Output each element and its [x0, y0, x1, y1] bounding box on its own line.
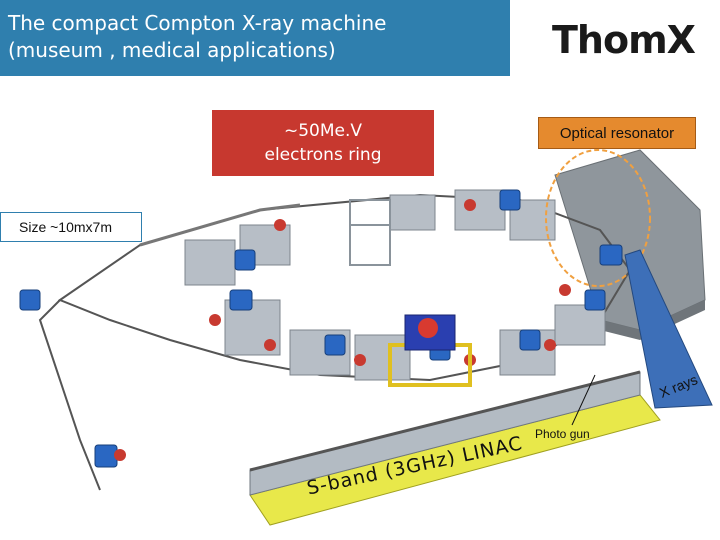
support-frame: [349, 199, 391, 266]
magnet-girders: [184, 189, 606, 381]
central-stand: [388, 314, 472, 387]
electrons-ring-label: ~50Me.V electrons ring: [212, 110, 434, 176]
title-banner: The compact Compton X-ray machine (museu…: [0, 0, 510, 76]
size-label: Size ~10mx7m: [0, 212, 142, 242]
quadrupole-magnets: [114, 199, 571, 461]
photo-gun-label: Photo gun: [535, 427, 590, 441]
linac-section: [249, 370, 661, 526]
optical-resonator-label: Optical resonator: [538, 117, 696, 149]
electrons-energy: ~50Me.V: [283, 121, 363, 141]
electrons-ring-text: electrons ring: [264, 145, 382, 165]
title-line-2: (museum , medical applications): [8, 38, 336, 62]
thomx-logo: ThomX: [552, 14, 697, 66]
xray-beam-arrow: [624, 249, 713, 409]
photo-gun-pointer: [571, 374, 596, 426]
optical-highlight-ellipse: [545, 149, 651, 287]
title-line-1: The compact Compton X-ray machine: [8, 11, 387, 35]
transfer-line: [38, 299, 101, 491]
logo-text: ThomX: [552, 18, 696, 62]
ring-injection-line: [139, 203, 301, 247]
